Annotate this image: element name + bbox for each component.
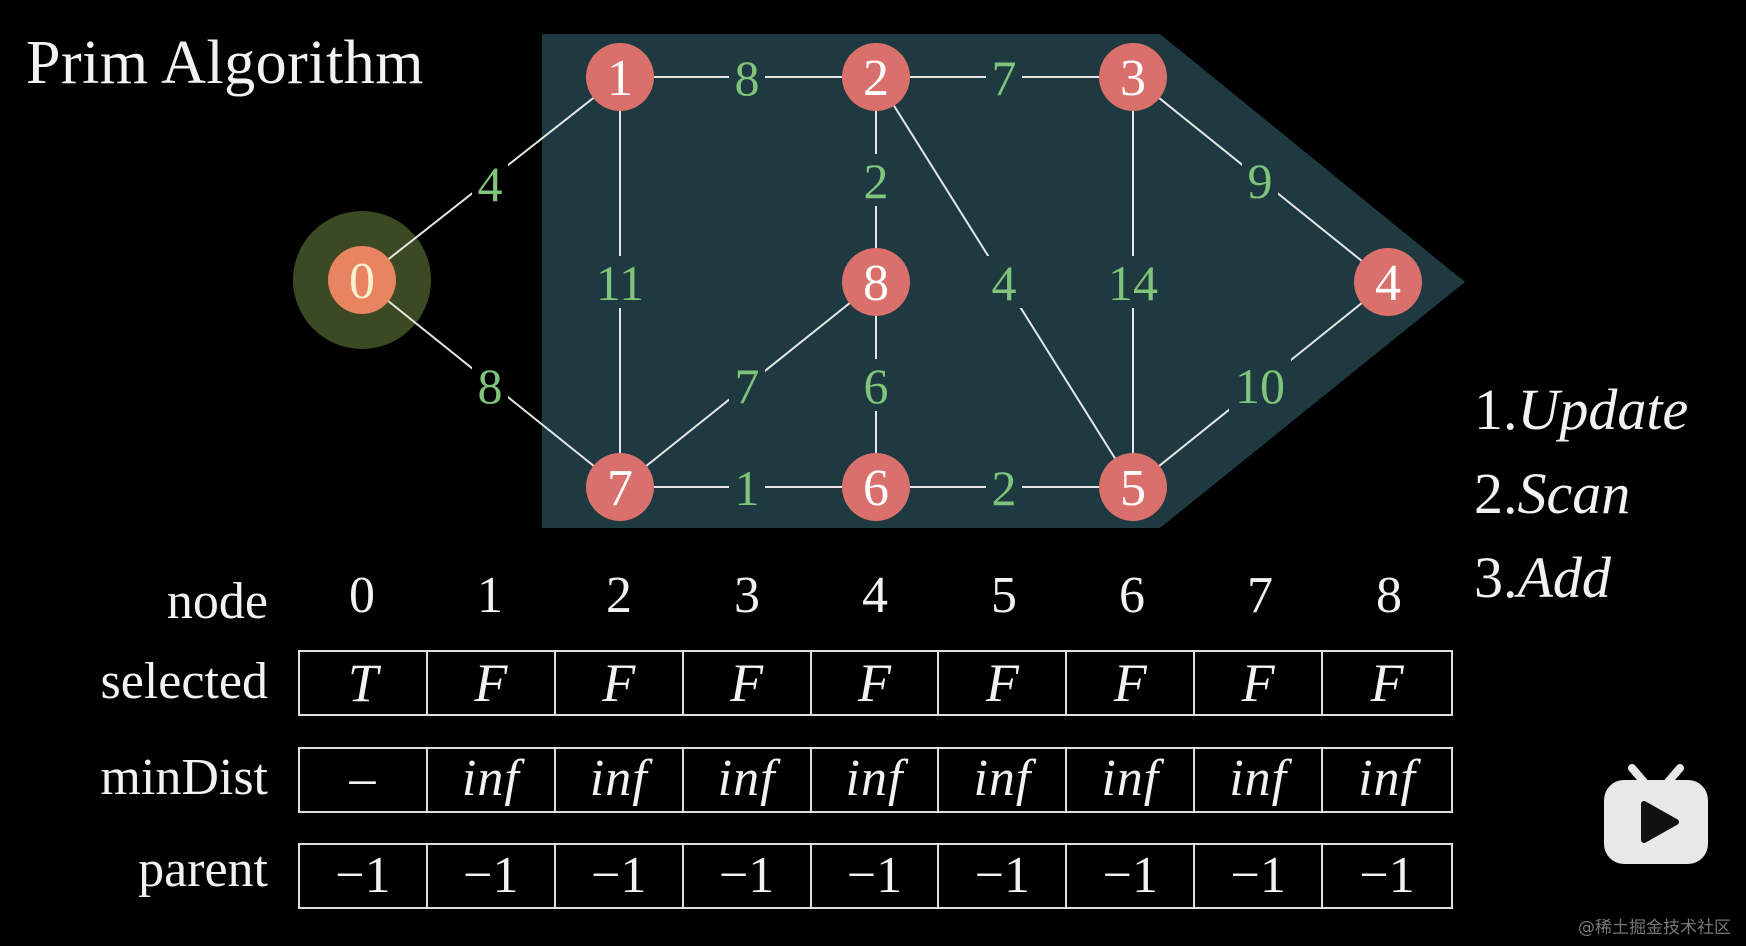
parent-cell: −1 — [300, 845, 428, 907]
node-header-cell: 8 — [1376, 567, 1402, 624]
node-header-cell: 2 — [606, 567, 632, 624]
graph-node-label: 7 — [607, 460, 633, 517]
steps-list: 1.Update 2.Scan 3.Add — [1474, 368, 1688, 620]
graph-node-label: 4 — [1375, 255, 1401, 312]
mindist-row: – inf inf inf inf inf inf inf inf — [298, 747, 1453, 813]
graph-node-1 — [586, 43, 654, 111]
row-label-mindist: minDist — [100, 749, 268, 806]
graph-diagram: 4 8 8 11 7 2 4 9 14 10 2 1 6 7 0 1 2 3 4 5 6 7 8 — [293, 34, 1465, 528]
edge-weight-bg — [1102, 256, 1164, 308]
graph-node-0 — [328, 246, 396, 314]
mindist-cell: inf — [1358, 750, 1417, 807]
parent-cell: −1 — [1195, 845, 1324, 907]
row-label-node: node — [166, 573, 268, 630]
edge-weight-bg — [858, 359, 894, 411]
page-title: Prim Algorithm — [26, 29, 424, 97]
parent-cell: −1 — [556, 845, 684, 907]
edge-weight-bg — [986, 51, 1022, 103]
edge-weight-label: 7 — [992, 50, 1017, 106]
node-header-cell: 4 — [862, 567, 888, 624]
edge-weight-bg — [986, 461, 1022, 513]
edge-weight-bg — [589, 256, 651, 308]
row-label-parent: parent — [138, 841, 268, 898]
edge-weight-label: 1 — [735, 460, 760, 516]
edge-weight-bg — [729, 461, 765, 513]
graph-node-label: 1 — [607, 50, 633, 107]
row-label-selected: selected — [100, 653, 268, 710]
mindist-cell: inf — [556, 749, 684, 811]
tv-play-icon — [1604, 764, 1708, 864]
graph-node-2 — [842, 43, 910, 111]
node-header-cell: 6 — [1119, 567, 1145, 624]
selected-row: T F F F F F F F F — [298, 650, 1453, 716]
edge-weight-label: 6 — [864, 358, 889, 414]
node-header-cell: 7 — [1247, 567, 1273, 624]
edge-weight-bg — [472, 359, 508, 411]
edge-weight-bg — [986, 256, 1022, 308]
selected-cell: F — [812, 652, 940, 714]
mindist-cell: inf — [939, 749, 1068, 811]
selected-cell: F — [939, 652, 1068, 714]
graph-node-6 — [842, 453, 910, 521]
parent-cell: −1 — [812, 845, 940, 907]
mindist-cell: inf — [428, 749, 556, 811]
edge-weight-label: 11 — [596, 255, 644, 311]
selected-cell: F — [556, 652, 684, 714]
selected-cell: F — [1067, 652, 1196, 714]
parent-row: −1 −1 −1 −1 −1 −1 −1 −1 −1 — [298, 843, 1453, 909]
selected-cell: F — [1370, 653, 1404, 713]
mindist-cell: inf — [812, 749, 940, 811]
graph-node-4 — [1354, 248, 1422, 316]
edge-weight-label: 8 — [735, 50, 760, 106]
graph-node-label: 5 — [1120, 460, 1146, 517]
edge-weight-label: 14 — [1108, 255, 1158, 311]
mindist-cell: inf — [1195, 749, 1324, 811]
edge-weight-bg — [858, 154, 894, 206]
selected-cell: F — [684, 652, 812, 714]
mindist-cell: inf — [684, 749, 812, 811]
parent-cell: −1 — [1067, 845, 1196, 907]
edge-weight-label: 7 — [735, 358, 760, 414]
mindist-cell: – — [300, 749, 428, 811]
graph-node-3 — [1099, 43, 1167, 111]
graph-node-label: 3 — [1120, 50, 1146, 107]
edge-weight-bg — [729, 359, 765, 411]
graph-node-label: 2 — [863, 50, 889, 107]
parent-cell: −1 — [684, 845, 812, 907]
edge-weight-bg — [1242, 154, 1278, 206]
graph-node-label: 0 — [349, 253, 375, 310]
selected-cell: F — [1195, 652, 1324, 714]
edge-weight-label: 9 — [1248, 153, 1273, 209]
edge-weight-bg — [729, 51, 765, 103]
selected-cell: F — [428, 652, 556, 714]
node-header-cell: 1 — [477, 567, 503, 624]
watermark: @稀土掘金技术社区 — [1578, 918, 1731, 938]
step-scan: 2.Scan — [1474, 461, 1631, 526]
parent-cell: −1 — [939, 845, 1068, 907]
graph-node-5 — [1099, 453, 1167, 521]
node-header-cell: 5 — [991, 567, 1017, 624]
graph-node-label: 6 — [863, 460, 889, 517]
edge-weight-label: 10 — [1235, 358, 1285, 414]
node-header-cell: 0 — [349, 567, 375, 624]
step-update: 1.Update — [1474, 377, 1689, 442]
node-header-cell: 3 — [734, 567, 760, 624]
edge-weight-label: 4 — [478, 156, 503, 212]
edge-weight-label: 2 — [992, 460, 1017, 516]
parent-cell: −1 — [428, 845, 556, 907]
edge-weight-label: 4 — [992, 255, 1017, 311]
graph-node-label: 8 — [863, 255, 889, 312]
edge-weight-bg — [1229, 359, 1291, 411]
graph-node-8 — [842, 248, 910, 316]
step-add: 3.Add — [1474, 545, 1611, 610]
edge-weight-label: 2 — [864, 153, 889, 209]
mindist-cell: inf — [1067, 749, 1196, 811]
selected-cell: T — [300, 652, 428, 714]
edge-weight-bg — [472, 157, 508, 209]
graph-node-7 — [586, 453, 654, 521]
parent-cell: −1 — [1359, 847, 1415, 904]
edge-weight-label: 8 — [478, 358, 503, 414]
